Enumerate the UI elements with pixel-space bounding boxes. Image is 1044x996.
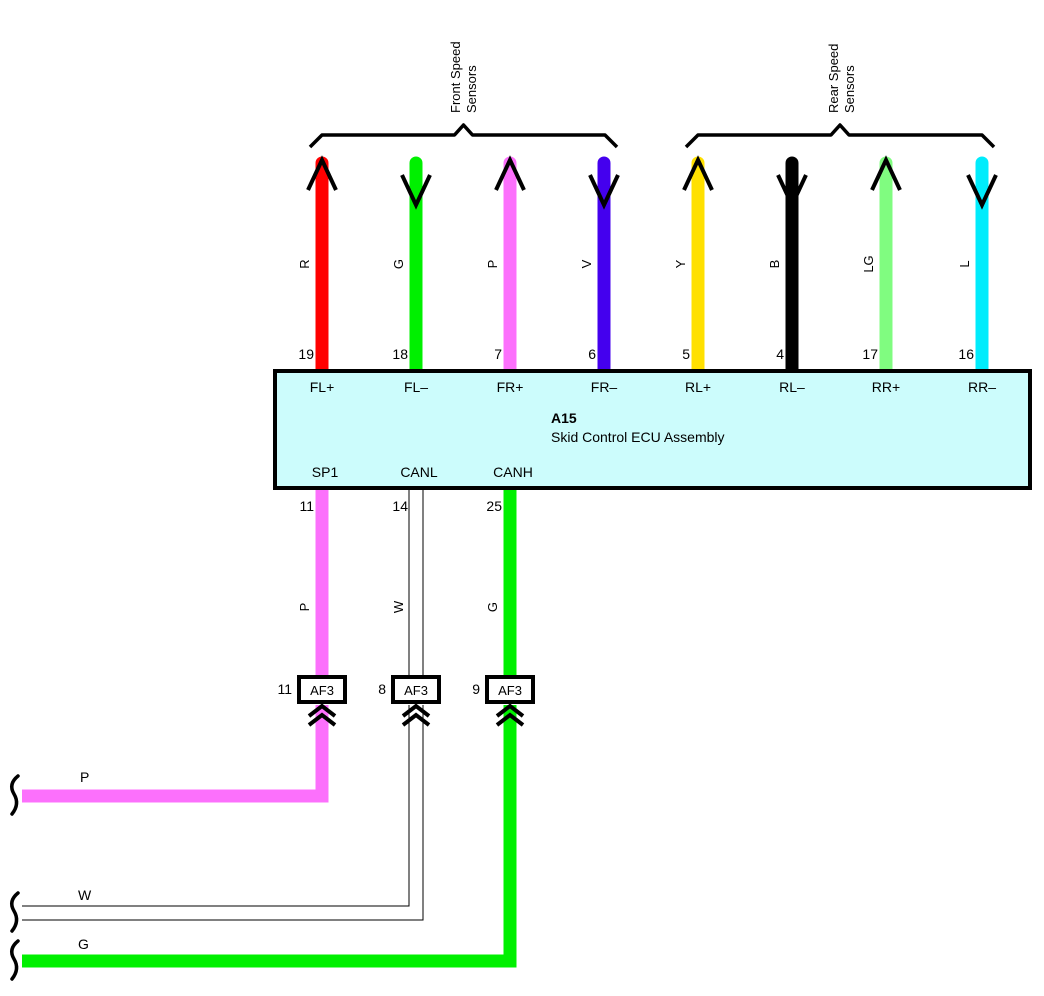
pin-number: 25 [486, 498, 502, 514]
pin-number: 5 [682, 346, 690, 362]
arrow-down-icon [966, 174, 998, 210]
pin-number: 19 [298, 346, 314, 362]
wire-color-code: LG [861, 255, 876, 272]
rear-sensors-label-line1: Rear Speed [826, 44, 841, 113]
ecu-terminal-label: RL– [779, 379, 805, 395]
wire-break-mark [10, 891, 20, 933]
wire-color-code: Y [673, 259, 688, 268]
connector-af3-box [485, 675, 535, 704]
pin-number: 7 [494, 346, 502, 362]
chevron-up-icon [401, 703, 431, 718]
wire-g-output [22, 705, 517, 968]
connector-pin-number: 11 [277, 681, 292, 697]
ecu-terminal-label: FR+ [497, 379, 524, 395]
pin-number: 6 [588, 346, 596, 362]
ecu-terminal-label: FL+ [310, 379, 335, 395]
wire-color-code: L [957, 260, 972, 267]
wire-w-output [22, 705, 423, 920]
front-sensors-brace [308, 123, 619, 149]
arrow-up-icon [870, 155, 902, 191]
chevron-up-icon [307, 712, 337, 727]
ecu-id: A15 [551, 410, 577, 426]
chevron-up-icon [401, 712, 431, 727]
arrow-up-icon [494, 155, 526, 191]
ecu-terminal-label: RR+ [872, 379, 900, 395]
ecu-terminal-label: CANL [400, 464, 438, 480]
ecu-terminal-label: SP1 [312, 464, 339, 480]
arrow-down-icon [776, 174, 808, 210]
wire-color-code: P [297, 603, 312, 612]
wire-p-output [22, 705, 329, 803]
wire-color-code: P [485, 260, 500, 269]
wire-color-code: G [391, 259, 406, 269]
rear-sensors-label-line2: Sensors [842, 65, 857, 113]
ecu-terminal-label: FR– [591, 379, 618, 395]
connector-name: AF3 [310, 683, 334, 698]
pin-number: 16 [958, 346, 974, 362]
arrow-up-icon [306, 155, 338, 191]
connector-af3-box [297, 675, 347, 704]
connector-pin-number: 8 [378, 681, 386, 697]
output-wire-label-w: W [78, 887, 92, 903]
connector-pin-number: 9 [472, 681, 480, 697]
pin-number: 14 [392, 498, 408, 514]
wire-color-code: W [391, 600, 406, 613]
chevron-up-icon [495, 712, 525, 727]
rear-sensors-brace [684, 123, 996, 149]
ecu-name: Skid Control ECU Assembly [551, 429, 725, 445]
pin-number: 17 [862, 346, 878, 362]
connector-af3-box [391, 675, 441, 704]
ecu-box [273, 369, 1032, 490]
connector-name: AF3 [404, 683, 428, 698]
output-wire-label-p: P [80, 769, 89, 785]
arrow-down-icon [588, 174, 620, 210]
wire-break-mark [10, 774, 20, 816]
ecu-terminal-label: CANH [493, 464, 533, 480]
output-wire-label-g: G [78, 936, 89, 952]
pin-number: 11 [299, 498, 314, 514]
chevron-up-icon [307, 703, 337, 718]
pin-number: 18 [392, 346, 408, 362]
chevron-up-icon [495, 703, 525, 718]
ecu-terminal-label: RL+ [685, 379, 711, 395]
front-sensors-label-line1: Front Speed [448, 41, 463, 113]
wire-break-mark [10, 939, 20, 981]
front-sensors-label-line2: Sensors [464, 65, 479, 113]
ecu-terminal-label: FL– [404, 379, 428, 395]
ecu-terminal-label: RR– [968, 379, 996, 395]
connector-name: AF3 [498, 683, 522, 698]
pin-number: 4 [776, 346, 784, 362]
wire-w-output-outline [22, 705, 424, 921]
wire-color-code: R [297, 259, 312, 268]
wire-color-code: B [767, 260, 782, 269]
wire-color-code: G [485, 602, 500, 612]
wire-color-code: V [579, 259, 594, 268]
arrow-down-icon [400, 174, 432, 210]
arrow-up-icon [682, 155, 714, 191]
